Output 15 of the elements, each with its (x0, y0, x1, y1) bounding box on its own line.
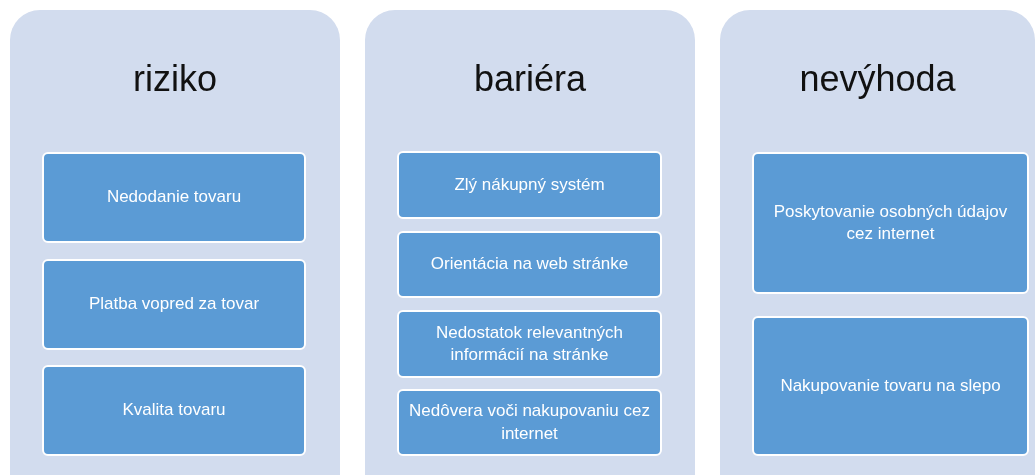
list-item-box: Nakupovanie tovaru na slepo (752, 316, 1029, 456)
panel-title: riziko (132, 58, 218, 100)
list-item-box: Nedodanie tovaru (42, 152, 306, 243)
list-item-box: Platba vopred za tovar (42, 259, 306, 350)
list-item-box: Orientácia na web stránke (397, 231, 662, 298)
list-item-box: Zlý nákupný systém (397, 151, 662, 219)
panel-background (365, 10, 695, 475)
panel-background (720, 10, 1035, 475)
list-item-box: Nedôvera voči nakupovaniu cez internet (397, 389, 662, 456)
panel-title: nevýhoda (798, 58, 957, 100)
list-item-box: Kvalita tovaru (42, 365, 306, 456)
list-item-box: Nedostatok relevantných informácií na stránke (397, 310, 662, 378)
panel-background (10, 10, 340, 475)
panel-title: bariéra (472, 58, 588, 100)
list-item-box: Poskytovanie osobných údajov cez internet (752, 152, 1029, 294)
